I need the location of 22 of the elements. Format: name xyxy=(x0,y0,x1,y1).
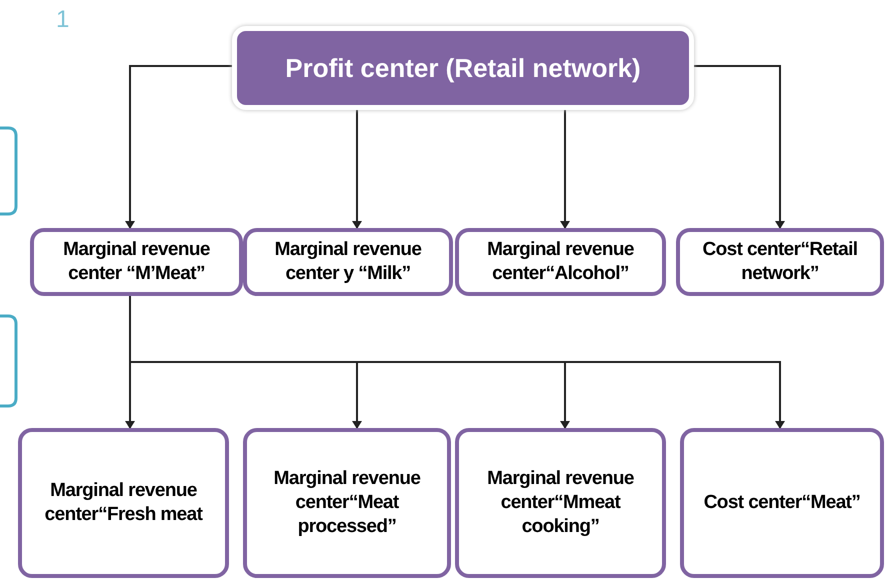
center-box xyxy=(243,228,453,296)
center-box xyxy=(18,428,229,578)
center-box xyxy=(455,428,666,578)
box-text: Cost center“Retail network” xyxy=(702,238,858,286)
box-text: Marginal revenue center “M’Meat” xyxy=(62,238,211,286)
box-text: Marginal revenue center“Alcohol” xyxy=(486,238,635,286)
box-text: Profit center (Retail network) xyxy=(284,52,642,84)
center-box xyxy=(30,228,243,296)
connector-arrow xyxy=(560,110,570,229)
box-text: Marginal revenue center y “Milk” xyxy=(274,238,422,286)
center-box xyxy=(243,428,451,578)
connector-arrow xyxy=(352,110,362,229)
connector-arrow xyxy=(694,65,785,229)
center-box xyxy=(680,428,884,578)
slide-number: 1 xyxy=(56,6,70,34)
box-text: Cost center“Meat” xyxy=(702,491,862,515)
box-text: Marginal revenue center“Meat processed” xyxy=(272,467,422,539)
center-box xyxy=(676,228,884,296)
box-text: Marginal revenue center“Mmeat cooking” xyxy=(486,467,635,539)
connector-arrow xyxy=(125,65,232,229)
center-box xyxy=(455,228,666,296)
box-text: Marginal revenue center“Fresh meat xyxy=(44,479,204,527)
